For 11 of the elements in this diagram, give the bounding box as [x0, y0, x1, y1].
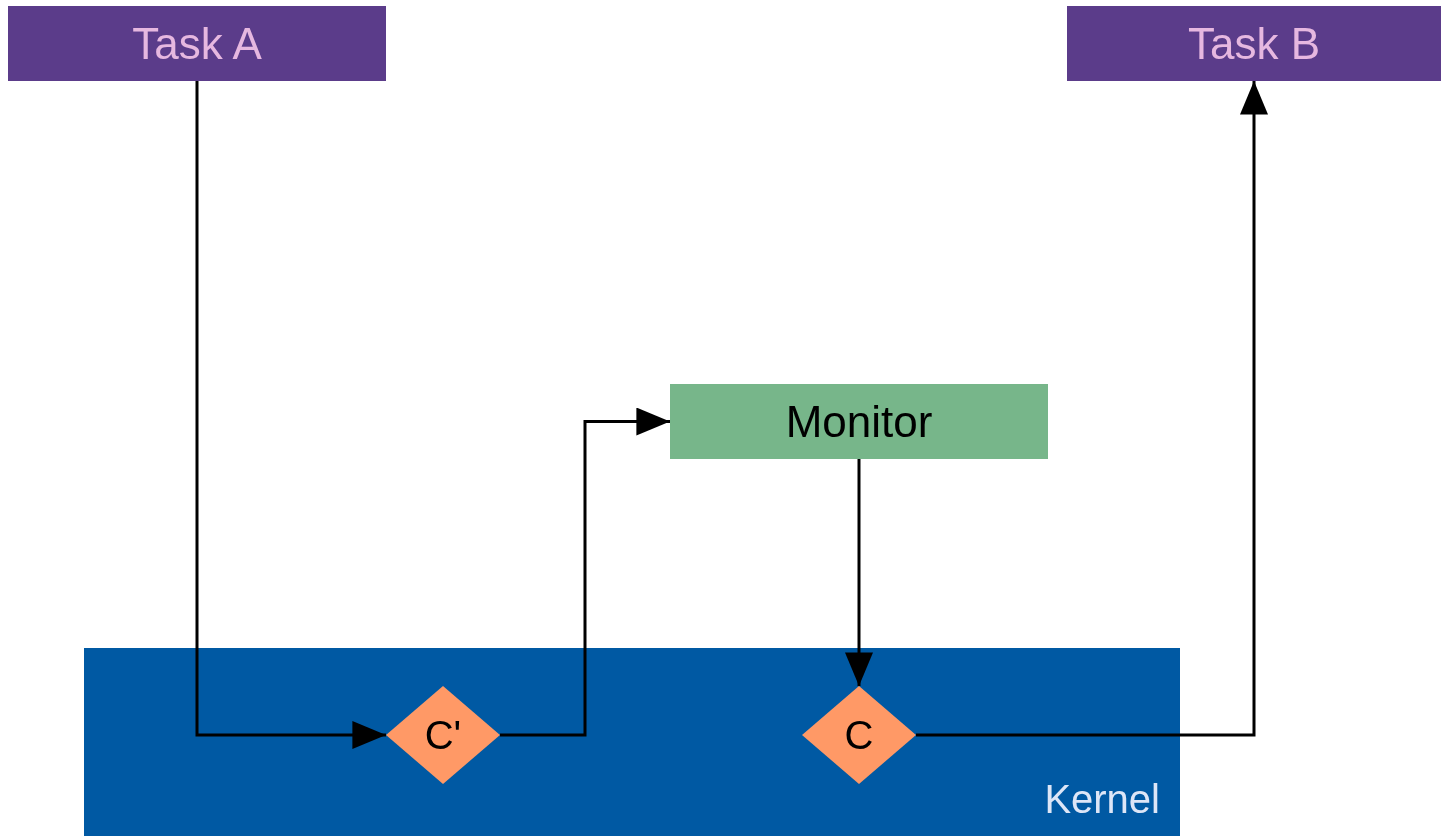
task-box: Task A — [8, 6, 386, 81]
kernel-band — [84, 648, 1180, 836]
diamond-label: C — [844, 712, 874, 758]
arrow — [916, 81, 1268, 737]
arrow — [845, 459, 873, 686]
arrow — [195, 81, 386, 749]
task-box: Task B — [1067, 6, 1441, 81]
diamond-label: C' — [424, 712, 462, 758]
arrow — [500, 407, 670, 737]
kernel-label: Kernel — [1044, 777, 1160, 822]
monitor-box: Monitor — [670, 384, 1048, 459]
